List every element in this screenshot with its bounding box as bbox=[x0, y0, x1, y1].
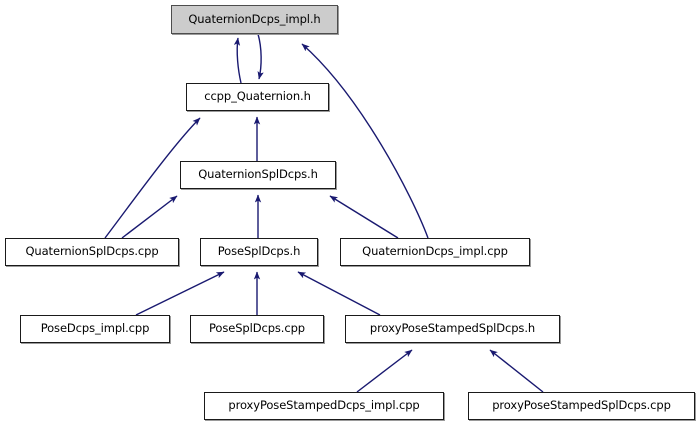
node-proxy-pose-stamped-spl-dcps-h[interactable]: proxyPoseStampedSplDcps.h bbox=[345, 315, 560, 343]
edge-pose-dcps-impl-cpp-to-pose-spl-h bbox=[135, 271, 225, 316]
node-pose-spl-dcps-cpp[interactable]: PoseSplDcps.cpp bbox=[190, 315, 324, 343]
edge-proxy-spl-h-to-pose-spl-h bbox=[297, 271, 381, 316]
node-pose-spl-dcps-h[interactable]: PoseSplDcps.h bbox=[200, 238, 318, 266]
node-label: PoseSplDcps.h bbox=[217, 244, 301, 259]
node-label: QuaternionDcps_impl.h bbox=[188, 11, 321, 26]
node-label: PoseSplDcps.cpp bbox=[209, 321, 305, 336]
edge-ccpp-to-root bbox=[233, 37, 242, 84]
node-pose-dcps-impl-cpp[interactable]: PoseDcps_impl.cpp bbox=[20, 315, 170, 343]
node-label: ccpp_Quaternion.h bbox=[204, 89, 311, 104]
node-quaternion-dcps-impl-h[interactable]: QuaternionDcps_impl.h bbox=[171, 5, 338, 34]
node-label: QuaternionSplDcps.cpp bbox=[25, 244, 159, 259]
edge-proxy-spl-cpp-to-proxy-spl-h bbox=[489, 349, 544, 393]
node-quaternion-spl-dcps-h[interactable]: QuaternionSplDcps.h bbox=[180, 161, 336, 189]
node-quaternion-dcps-impl-cpp[interactable]: QuaternionDcps_impl.cpp bbox=[340, 238, 530, 266]
node-label: proxyPoseStampedDcps_impl.cpp bbox=[228, 398, 420, 413]
node-label: QuaternionDcps_impl.cpp bbox=[362, 244, 508, 259]
node-label: PoseDcps_impl.cpp bbox=[40, 321, 150, 336]
node-proxy-pose-stamped-spl-dcps-cpp[interactable]: proxyPoseStampedSplDcps.cpp bbox=[468, 392, 695, 420]
edge-quaternion-impl-cpp-to-root bbox=[301, 43, 429, 239]
node-label: proxyPoseStampedSplDcps.h bbox=[369, 321, 536, 336]
edge-root-to-ccpp bbox=[257, 33, 264, 80]
node-quaternion-spl-dcps-cpp[interactable]: QuaternionSplDcps.cpp bbox=[5, 238, 179, 266]
node-label: proxyPoseStampedSplDcps.cpp bbox=[492, 398, 671, 413]
node-ccpp-quaternion-h[interactable]: ccpp_Quaternion.h bbox=[186, 83, 329, 111]
edge-quaternion-spl-cpp-to-quaternion-spl-h bbox=[121, 195, 178, 239]
edge-proxy-impl-cpp-to-proxy-spl-h bbox=[356, 349, 413, 393]
node-label: QuaternionSplDcps.h bbox=[198, 167, 318, 182]
edge-quaternion-impl-cpp-to-quaternion-spl-h bbox=[329, 195, 399, 239]
node-proxy-pose-stamped-dcps-impl-cpp[interactable]: proxyPoseStampedDcps_impl.cpp bbox=[204, 392, 444, 420]
